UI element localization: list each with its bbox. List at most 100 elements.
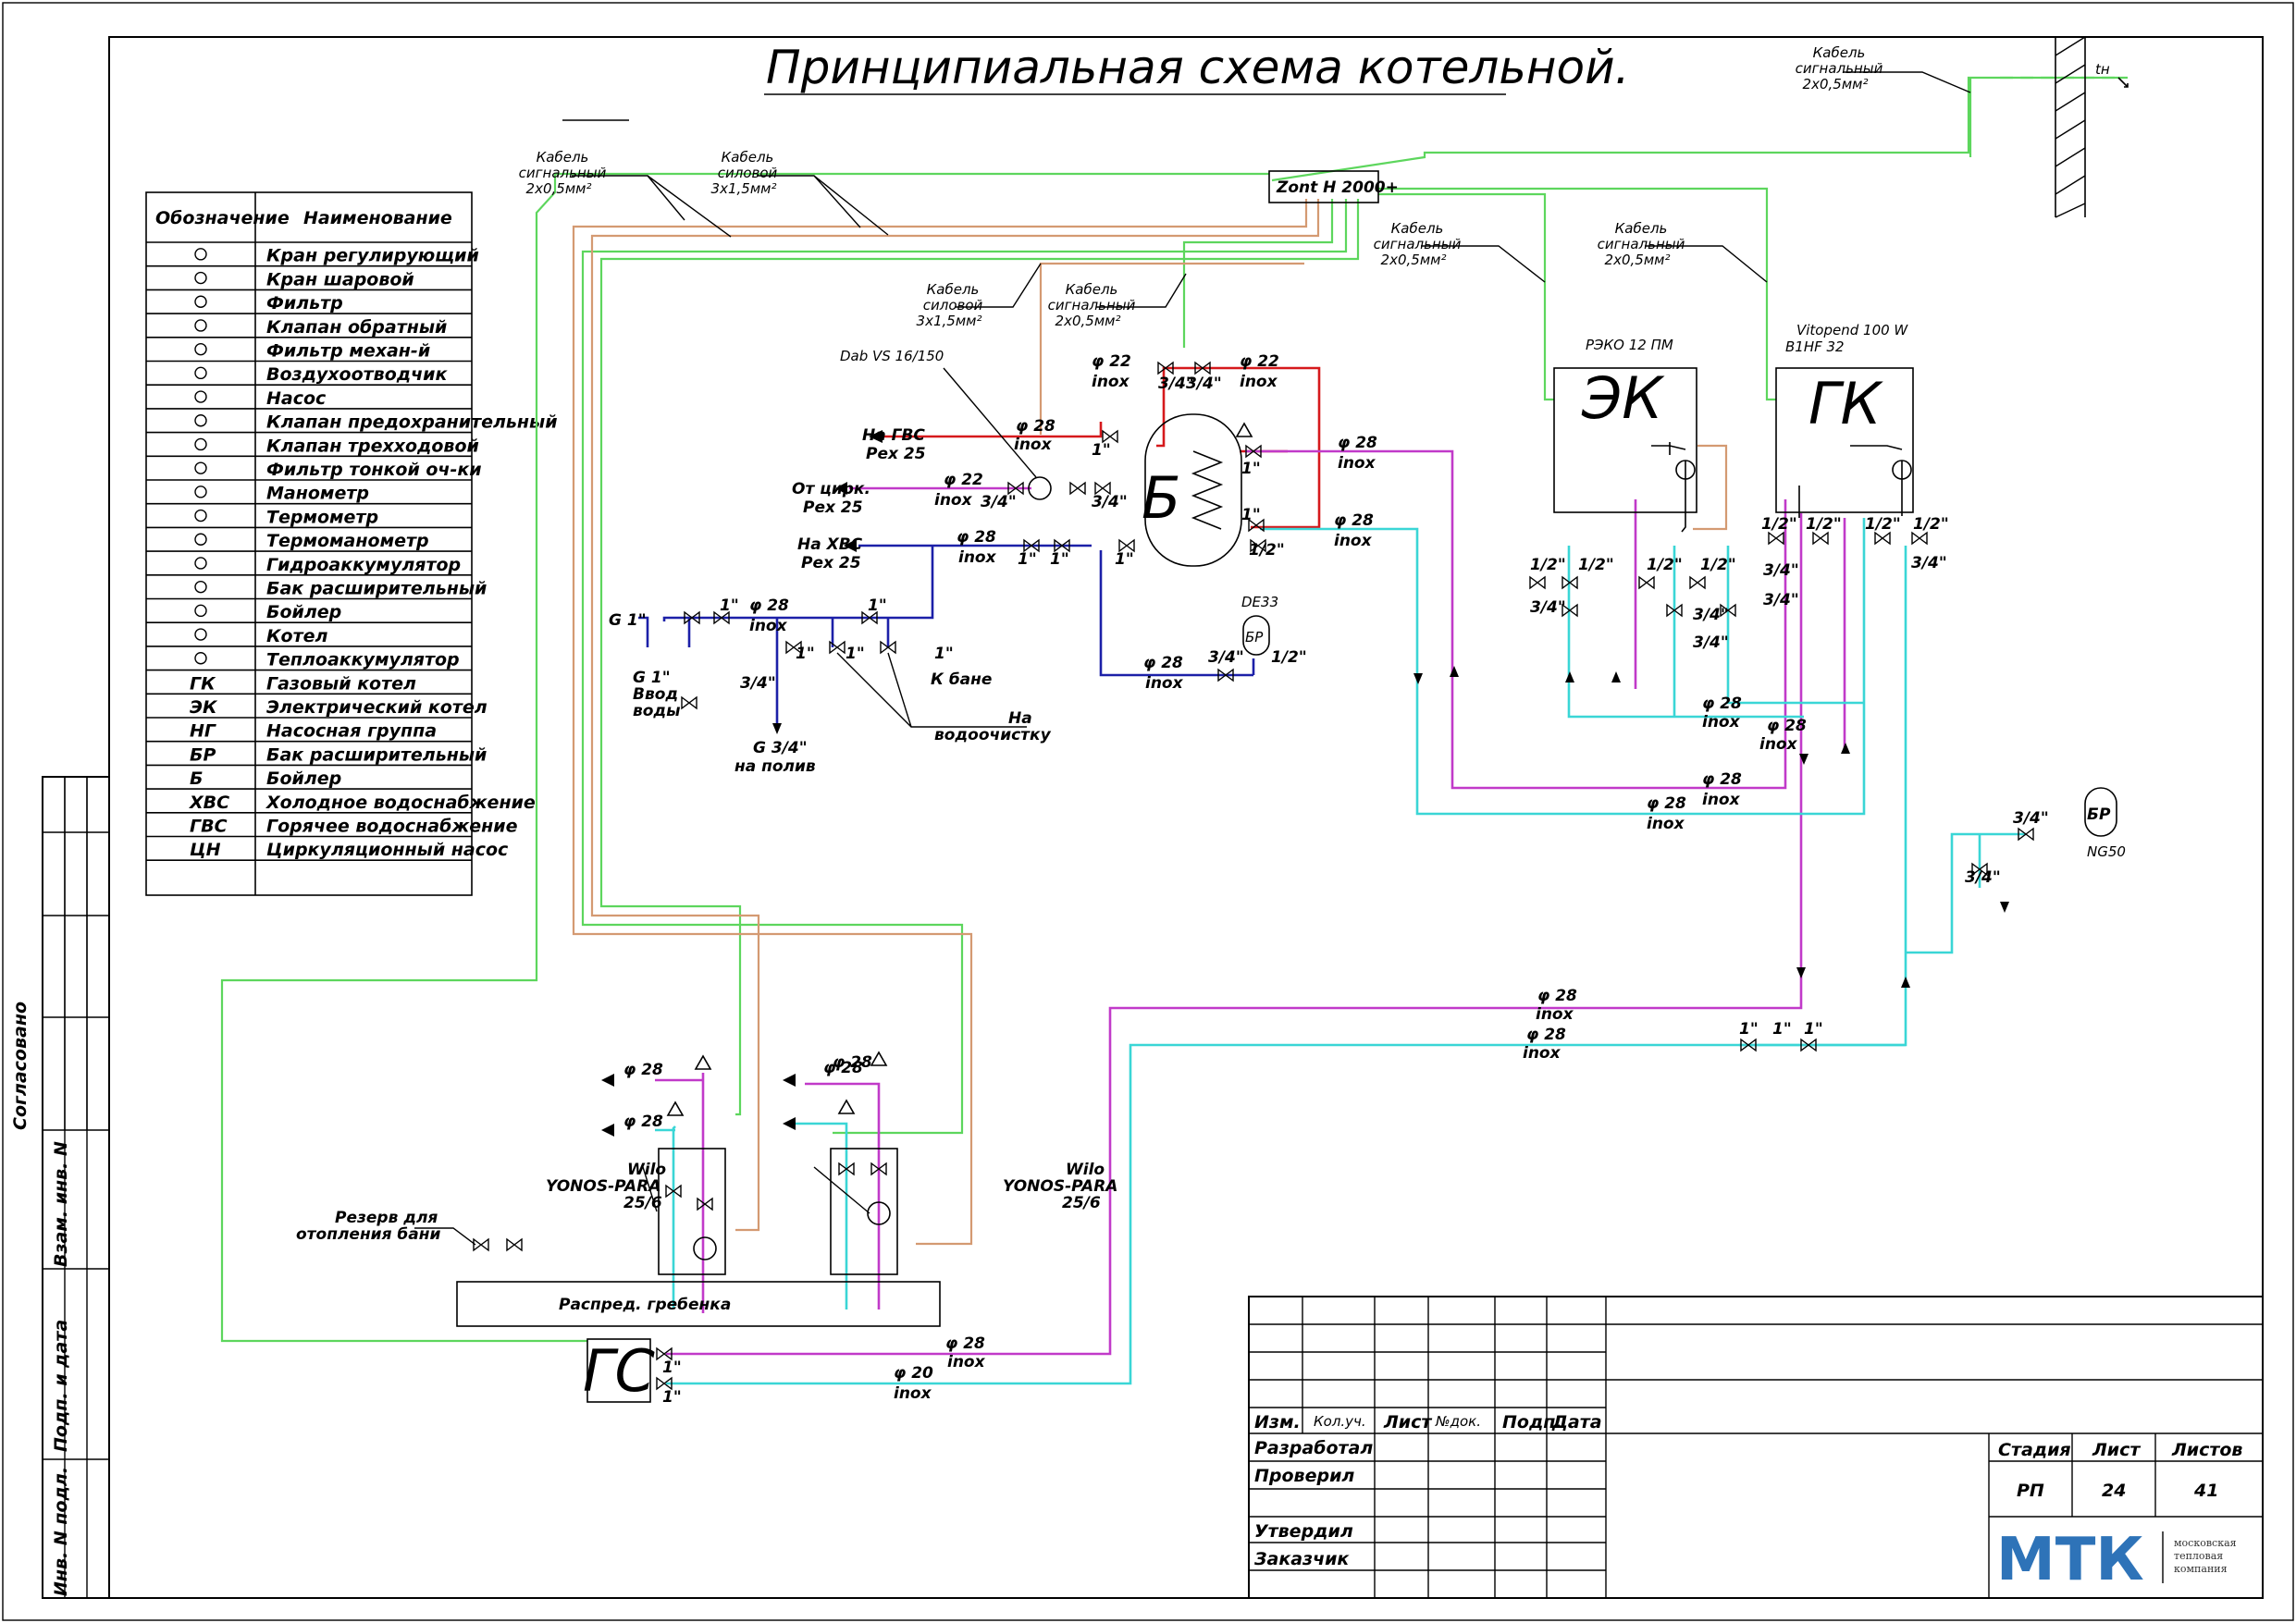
pipe-size-label: 1/2"	[1271, 648, 1307, 667]
legend-row-name: Бойлер	[266, 602, 341, 622]
legend-symbol-icon	[194, 342, 207, 356]
side-inv: Инв. N подл.	[51, 1467, 71, 1596]
input-label-2: Ввод	[633, 685, 678, 704]
stamp-prover: Проверил	[1254, 1466, 1354, 1486]
valve-icon	[665, 1184, 682, 1199]
side-sogl: Согласовано	[10, 1002, 31, 1130]
legend-row-name: Кран шаровой	[266, 269, 414, 289]
valve-icon	[1157, 361, 1174, 375]
legend-symbol-icon	[194, 248, 207, 261]
pipe-size-label: 3/4"	[1693, 606, 1729, 624]
legend-row-name: Манометр	[266, 484, 369, 504]
logo-sub-3: компания	[2174, 1563, 2228, 1575]
valve-icon	[1217, 668, 1234, 682]
pipes	[638, 366, 2026, 1385]
pipe-size-label: 1/2"	[1865, 515, 1901, 534]
pipe-size-label: 3/4"	[1763, 561, 1799, 580]
valve-icon	[1768, 531, 1784, 546]
pipe-size-label: 1/2"	[1806, 515, 1842, 534]
input-label-3: воды	[633, 702, 681, 720]
pipe-size-label: inox	[1536, 1005, 1574, 1024]
outdoor-sensor: tн	[2055, 36, 2129, 218]
cable-label: 2х0,5мм²	[1803, 76, 1869, 92]
pipe-size-label: 1"	[868, 596, 887, 615]
cleaning-label-1: На	[1008, 709, 1032, 728]
stamp-ndok: №док.	[1435, 1413, 1481, 1430]
expansion-tank-br: БР NG50	[2084, 787, 2126, 860]
cable-label: 2х0,5мм²	[526, 180, 592, 197]
pipe-size-label: 3/4"	[981, 493, 1017, 511]
pipe-size-label: φ 28	[1143, 654, 1183, 672]
pipe-size-label: inox	[1647, 815, 1685, 833]
pipe-size-label: φ 22	[1240, 352, 1279, 371]
stamp-izm: Изм.	[1254, 1412, 1301, 1432]
pipe-size-label: φ 28	[1537, 987, 1577, 1005]
stamp-listov-val: 41	[2193, 1481, 2218, 1501]
legend-row-name: Фильтр тонкой оч-ки	[266, 460, 482, 480]
side-podp: Подп. и дата	[51, 1320, 71, 1452]
pipe-size-label: 1"	[1241, 506, 1261, 524]
pipe-size-label: φ 20	[894, 1364, 933, 1383]
pipe-size-label: φ 28	[823, 1059, 863, 1077]
pipe-size-label: φ 28	[1647, 794, 1686, 813]
pipe-size-label: inox	[1702, 713, 1741, 732]
legend-symbol-icon	[194, 604, 207, 618]
legend-table: Обозначение Наименование Кран регулирующ…	[145, 191, 558, 896]
legend-row-name: Воздухоотводчик	[266, 364, 448, 385]
ek-model: РЭКО 12 ПМ	[1586, 337, 1673, 353]
pipe-size-label: 3/4"	[1092, 493, 1128, 511]
gk-model-1: Vitopend 100 W	[1796, 322, 1908, 338]
valve-icon	[1248, 518, 1265, 533]
legend-row-name: Термоманометр	[266, 531, 429, 551]
pipe-size-label: 1"	[1241, 460, 1261, 478]
pipe-size-label: 3/4"	[1763, 591, 1799, 609]
hydro-separator: ГС	[583, 1337, 656, 1405]
pipe-size-label: 3/4"	[1208, 648, 1244, 667]
br2-label: БР	[1245, 629, 1264, 646]
legend-symbol-icon	[194, 295, 207, 308]
valve-icon	[1094, 481, 1111, 496]
pipe-size-label: 3/4"	[1530, 598, 1566, 617]
valve-icon	[506, 1237, 523, 1252]
pipe-size-label: 3/4"	[1158, 375, 1194, 393]
valve-icon	[880, 640, 896, 655]
valve-icon	[1971, 862, 1988, 877]
valve-icon	[1007, 481, 1024, 496]
valve-icon	[1194, 361, 1211, 375]
valve-icon	[684, 610, 700, 625]
reserve-1: Резерв для	[335, 1209, 438, 1227]
legend-row-name: Кран регулирующий	[266, 246, 479, 266]
gvs-label-2: Рex 25	[866, 445, 926, 463]
legend-abbr-code: ЦН	[190, 840, 221, 860]
controller-zont: Zont H 2000+	[1268, 170, 1399, 203]
legend-symbol-icon	[194, 557, 207, 570]
pipe-size-label: 3/4"	[1186, 375, 1222, 393]
valve-icon	[1102, 429, 1118, 444]
br-model: NG50	[2087, 843, 2126, 860]
stamp-list2: Лист	[2092, 1440, 2141, 1460]
wilo1-1: Wilo	[627, 1161, 666, 1179]
pipe-size-label: 1"	[1772, 1020, 1792, 1039]
legend-symbol-icon	[194, 628, 207, 641]
pipe-size-label: 3/4"	[1693, 633, 1729, 652]
pipe-size-label: 1"	[720, 596, 739, 615]
pipe-size-label: φ 28	[957, 528, 996, 547]
air-vents	[666, 422, 1253, 1116]
reserve-2: отопления бани	[296, 1225, 441, 1244]
legend-header-code: Обозначение	[155, 208, 290, 228]
valve-icon	[1666, 603, 1683, 618]
logo-sub-2: тепловая	[2174, 1550, 2223, 1562]
cable-label: силовой	[718, 165, 778, 181]
page-title: Принципиальная схема котельной.	[766, 41, 1629, 94]
valve-icon	[861, 610, 878, 625]
legend-row-name: Бак расширительный	[266, 579, 487, 599]
pipe-size-label: inox	[1014, 436, 1053, 454]
pipe-size-label: 1"	[796, 645, 815, 663]
pipe-size-label: inox	[947, 1353, 986, 1371]
valve-icon	[1800, 1038, 1817, 1052]
legend-abbr-name: Насосная группа	[266, 721, 437, 742]
pipe-size-label: 1"	[1739, 1020, 1759, 1039]
valve-icon	[1054, 538, 1070, 553]
legend-row-name: Насос	[266, 388, 327, 409]
wilo2-2: YONOS-PARA	[1003, 1177, 1117, 1196]
